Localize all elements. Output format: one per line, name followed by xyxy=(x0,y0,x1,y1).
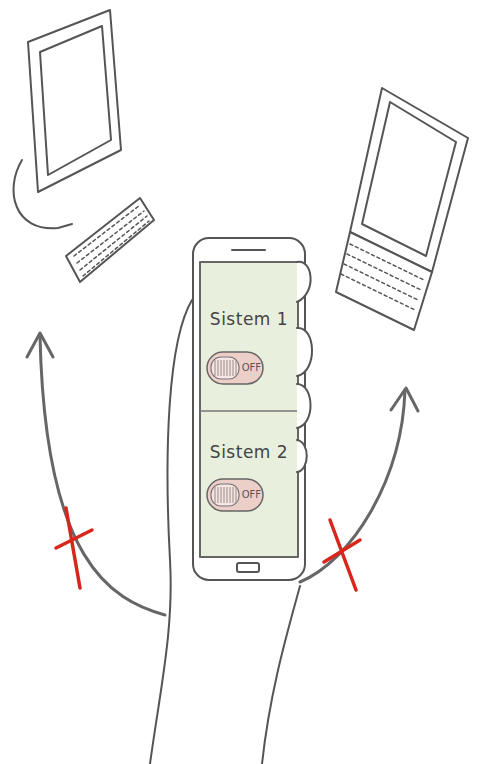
keyboard xyxy=(66,198,154,282)
knob-grip xyxy=(230,360,231,376)
system-name: Sistem 2 xyxy=(200,442,298,462)
screen-panel: Sistem 1 OFF xyxy=(200,263,298,411)
knob-grip xyxy=(221,487,222,503)
phone-button xyxy=(237,563,259,572)
toggle-track xyxy=(207,479,263,511)
knob-grip xyxy=(224,487,225,503)
blocked-arrow xyxy=(27,333,165,615)
knob-grip xyxy=(227,360,228,376)
blocked-arrow xyxy=(300,388,418,582)
system-name: Sistem 1 xyxy=(200,309,298,329)
switch-state: OFF xyxy=(242,489,261,500)
knob-grip xyxy=(236,487,237,503)
red-cross xyxy=(56,508,92,588)
switch-state: OFF xyxy=(242,362,261,373)
screen-divider xyxy=(200,410,298,412)
screen-panel: Sistem 2 OFF xyxy=(200,412,298,556)
monitor-stand xyxy=(14,160,72,228)
fingers xyxy=(297,262,312,472)
knob-grip xyxy=(233,360,234,376)
red-cross xyxy=(324,520,360,590)
phone-screen xyxy=(200,262,298,557)
toggle-switch: OFF xyxy=(206,351,264,385)
knob-grip xyxy=(215,360,216,376)
phone-speaker xyxy=(232,249,265,251)
knob-grip xyxy=(215,487,216,503)
laptop-base xyxy=(336,232,432,330)
hand-outline xyxy=(150,300,192,764)
knob-grip xyxy=(233,487,234,503)
toggle-knob xyxy=(211,484,239,506)
toggle-track xyxy=(207,352,263,384)
hand-outline xyxy=(262,586,300,764)
knob-grip xyxy=(230,487,231,503)
knob-grip xyxy=(236,360,237,376)
knob-grip xyxy=(218,487,219,503)
knob-grip xyxy=(227,487,228,503)
keyboard-keys xyxy=(74,205,149,276)
toggle-knob xyxy=(211,357,239,379)
toggle-switch: OFF xyxy=(206,478,264,512)
knob-grip xyxy=(218,360,219,376)
phone-body xyxy=(193,238,305,580)
laptop-keys xyxy=(341,244,424,310)
knob-grip xyxy=(224,360,225,376)
monitor-frame xyxy=(28,10,121,192)
knob-grip xyxy=(221,360,222,376)
laptop-screen xyxy=(362,102,456,256)
monitor-screen xyxy=(40,26,111,175)
